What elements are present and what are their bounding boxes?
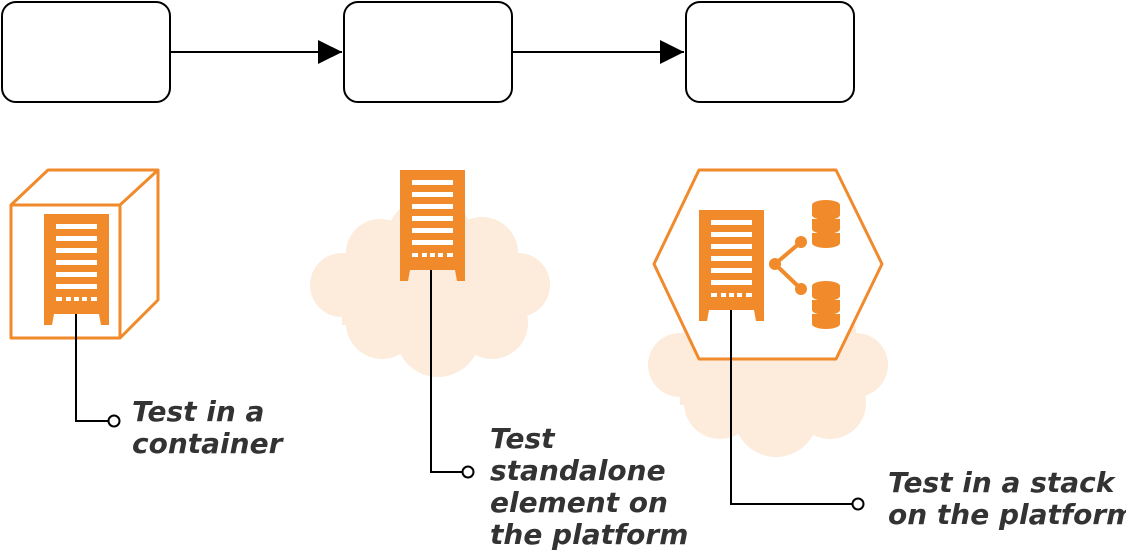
callout-endpoint — [461, 465, 475, 479]
server-icon — [400, 170, 465, 281]
server-icon — [699, 210, 764, 321]
arrowhead-2-icon — [660, 40, 684, 64]
share-icon — [769, 236, 807, 295]
label-test-standalone: Test standalone element on the platform — [490, 422, 689, 551]
process-box-2 — [343, 1, 513, 103]
hexagon-icon — [652, 168, 884, 361]
arrowhead-1-icon — [318, 40, 342, 64]
database-icon — [812, 200, 840, 248]
label-test-in-stack: Test in a stack on the platform — [888, 466, 1126, 531]
process-box-3 — [685, 1, 855, 103]
callout-line-standalone — [430, 270, 463, 473]
server-icon — [44, 214, 109, 325]
database-icon — [812, 281, 840, 329]
process-box-1 — [1, 1, 171, 103]
callout-endpoint — [107, 414, 121, 428]
label-test-in-container: Test in a container — [132, 395, 283, 460]
callout-line-container — [75, 314, 109, 422]
callout-line-stack — [730, 310, 853, 505]
container-box-icon — [9, 168, 160, 340]
callout-endpoint — [851, 497, 865, 511]
